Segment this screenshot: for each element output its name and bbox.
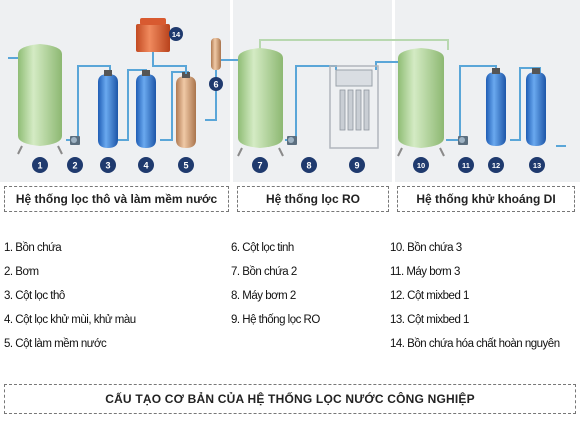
marker-12: 12 — [488, 157, 504, 173]
marker-9-label: 9 — [354, 161, 359, 171]
fine-filter-6 — [211, 38, 221, 70]
marker-11: 11 — [458, 157, 474, 173]
marker-9: 9 — [349, 157, 365, 173]
pump-11 — [458, 136, 468, 145]
section-label-pretreatment: Hệ thống lọc thô và làm mềm nước — [4, 186, 229, 212]
deodorizing-column-4 — [136, 70, 156, 148]
legend-item-14: 14. Bồn chứa hóa chất hoàn nguyên — [390, 338, 560, 350]
legend-item-6: 6. Cột lọc tinh — [231, 242, 294, 254]
marker-4: 4 — [138, 157, 154, 173]
marker-5: 5 — [178, 157, 194, 173]
marker-12-label: 12 — [492, 161, 500, 170]
storage-tank-1 — [17, 44, 63, 155]
process-diagram: 1 2 3 4 5 6 7 8 9 10 11 12 13 14 — [0, 0, 580, 182]
legend-item-3: 3. Cột lọc thô — [4, 290, 65, 302]
marker-3: 3 — [100, 157, 116, 173]
legend-item-13: 13. Cột mixbed 1 — [390, 314, 469, 326]
mixbed-column-13 — [526, 68, 546, 146]
marker-10: 10 — [413, 157, 429, 173]
chemical-tank-14 — [136, 18, 187, 74]
marker-8: 8 — [301, 157, 317, 173]
legend-item-2: 2. Bơm — [4, 266, 39, 278]
mixbed-column-12 — [486, 68, 506, 146]
marker-1-label: 1 — [37, 161, 42, 171]
marker-4-label: 4 — [143, 161, 148, 171]
marker-10-label: 10 — [417, 161, 425, 170]
legend-column-2: 6. Cột lọc tinh 7. Bồn chứa 2 8. Máy bơm… — [231, 236, 320, 332]
legend-column-3: 10. Bồn chứa 3 11. Máy bơm 3 12. Cột mix… — [390, 236, 560, 356]
legend-item-10: 10. Bồn chứa 3 — [390, 242, 462, 254]
marker-8-label: 8 — [306, 161, 311, 171]
section-label-di: Hệ thống khử khoáng DI — [397, 186, 575, 212]
marker-3-label: 3 — [105, 161, 110, 171]
legend-column-1: 1. Bồn chứa 2. Bơm 3. Cột lọc thô 4. Cột… — [4, 236, 136, 356]
legend-item-1: 1. Bồn chứa — [4, 242, 62, 254]
pump-2 — [70, 136, 80, 145]
coarse-filter-column-3 — [98, 70, 118, 148]
storage-tank-7 — [237, 48, 284, 157]
legend-item-12: 12. Cột mixbed 1 — [390, 290, 469, 302]
marker-11-label: 11 — [462, 161, 470, 170]
legend-item-4: 4. Cột lọc khử mùi, khử màu — [4, 314, 136, 326]
marker-6-label: 6 — [213, 80, 218, 90]
storage-tank-10 — [397, 48, 445, 157]
marker-2: 2 — [67, 157, 83, 173]
marker-5-label: 5 — [183, 161, 188, 171]
softening-column-5 — [176, 72, 196, 148]
bypass-pipe — [259, 39, 449, 50]
marker-13: 13 — [529, 157, 545, 173]
legend-item-8: 8. Máy bơm 2 — [231, 290, 296, 302]
legend-item-7: 7. Bồn chứa 2 — [231, 266, 297, 278]
marker-14: 14 — [169, 27, 183, 41]
legend-item-11: 11. Máy bơm 3 — [390, 266, 460, 278]
marker-14-label: 14 — [172, 30, 181, 39]
marker-7: 7 — [252, 157, 268, 173]
legend-item-9: 9. Hệ thống lọc RO — [231, 314, 320, 326]
marker-1: 1 — [32, 157, 48, 173]
section-label-ro: Hệ thống lọc RO — [237, 186, 389, 212]
pump-8 — [287, 136, 297, 145]
marker-2-label: 2 — [72, 161, 77, 171]
ro-system-9 — [329, 65, 379, 149]
marker-13-label: 13 — [533, 161, 541, 170]
diagram-caption: CẤU TẠO CƠ BẢN CỦA HỆ THỐNG LỌC NƯỚC CÔN… — [4, 384, 576, 414]
marker-7-label: 7 — [257, 161, 262, 171]
marker-6: 6 — [209, 77, 223, 91]
legend-item-5: 5. Cột làm mềm nước — [4, 338, 107, 350]
